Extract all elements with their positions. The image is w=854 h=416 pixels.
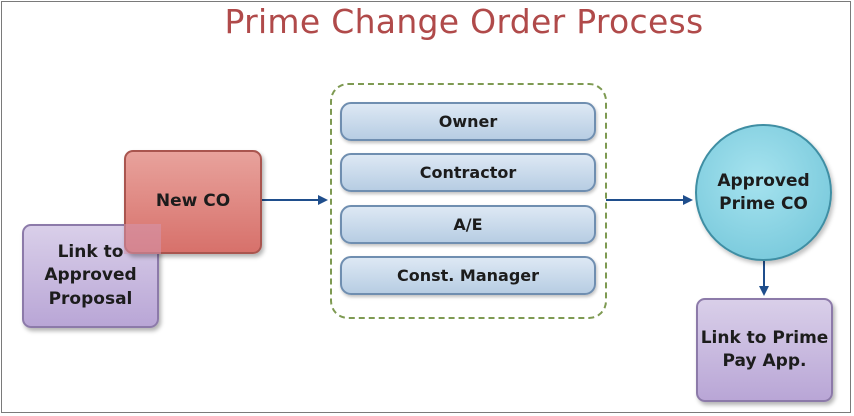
approver-ae-label: A/E	[453, 215, 483, 234]
new-co-label: New CO	[155, 191, 231, 212]
link-to-prime-pay-app-label: Link to Prime Pay App.	[700, 327, 829, 371]
approver-const-manager-label: Const. Manager	[396, 266, 540, 285]
approver-ae[interactable]: A/E	[340, 205, 596, 244]
approver-const-manager[interactable]: Const. Manager	[340, 256, 596, 295]
node-overlap-blend	[124, 224, 161, 254]
approved-prime-co-node[interactable]: Approved Prime CO	[695, 124, 832, 261]
link-to-prime-pay-app-node[interactable]: Link to Prime Pay App.	[696, 298, 833, 402]
approvers-group	[330, 83, 607, 319]
approver-contractor-label: Contractor	[419, 163, 517, 182]
new-co-node[interactable]: New CO	[124, 150, 262, 254]
link-to-approved-proposal-label: Link to Approved Proposal	[44, 241, 137, 309]
approver-contractor[interactable]: Contractor	[340, 153, 596, 192]
diagram-title: Prime Change Order Process	[224, 2, 704, 41]
approver-owner-label: Owner	[438, 112, 498, 131]
approved-prime-co-label: Approved Prime CO	[717, 170, 810, 214]
approver-owner[interactable]: Owner	[340, 102, 596, 141]
